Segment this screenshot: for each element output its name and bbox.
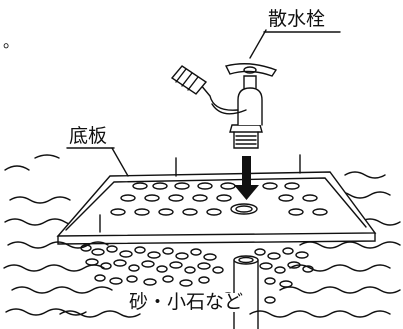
faucet-leader-line	[249, 29, 267, 59]
gravel	[80, 244, 314, 304]
faucet-label: 散水栓	[268, 8, 326, 30]
base-plate-label: 底板	[69, 125, 108, 147]
base-leader-line	[111, 147, 129, 177]
drain-holes	[110, 182, 328, 216]
faucet	[170, 63, 278, 149]
ground-texture	[3, 154, 401, 318]
down-arrow-icon	[234, 156, 259, 200]
stray-mark: 。	[3, 32, 20, 51]
base-plate	[56, 154, 377, 245]
gravel-label: 砂・小石など	[126, 293, 247, 312]
